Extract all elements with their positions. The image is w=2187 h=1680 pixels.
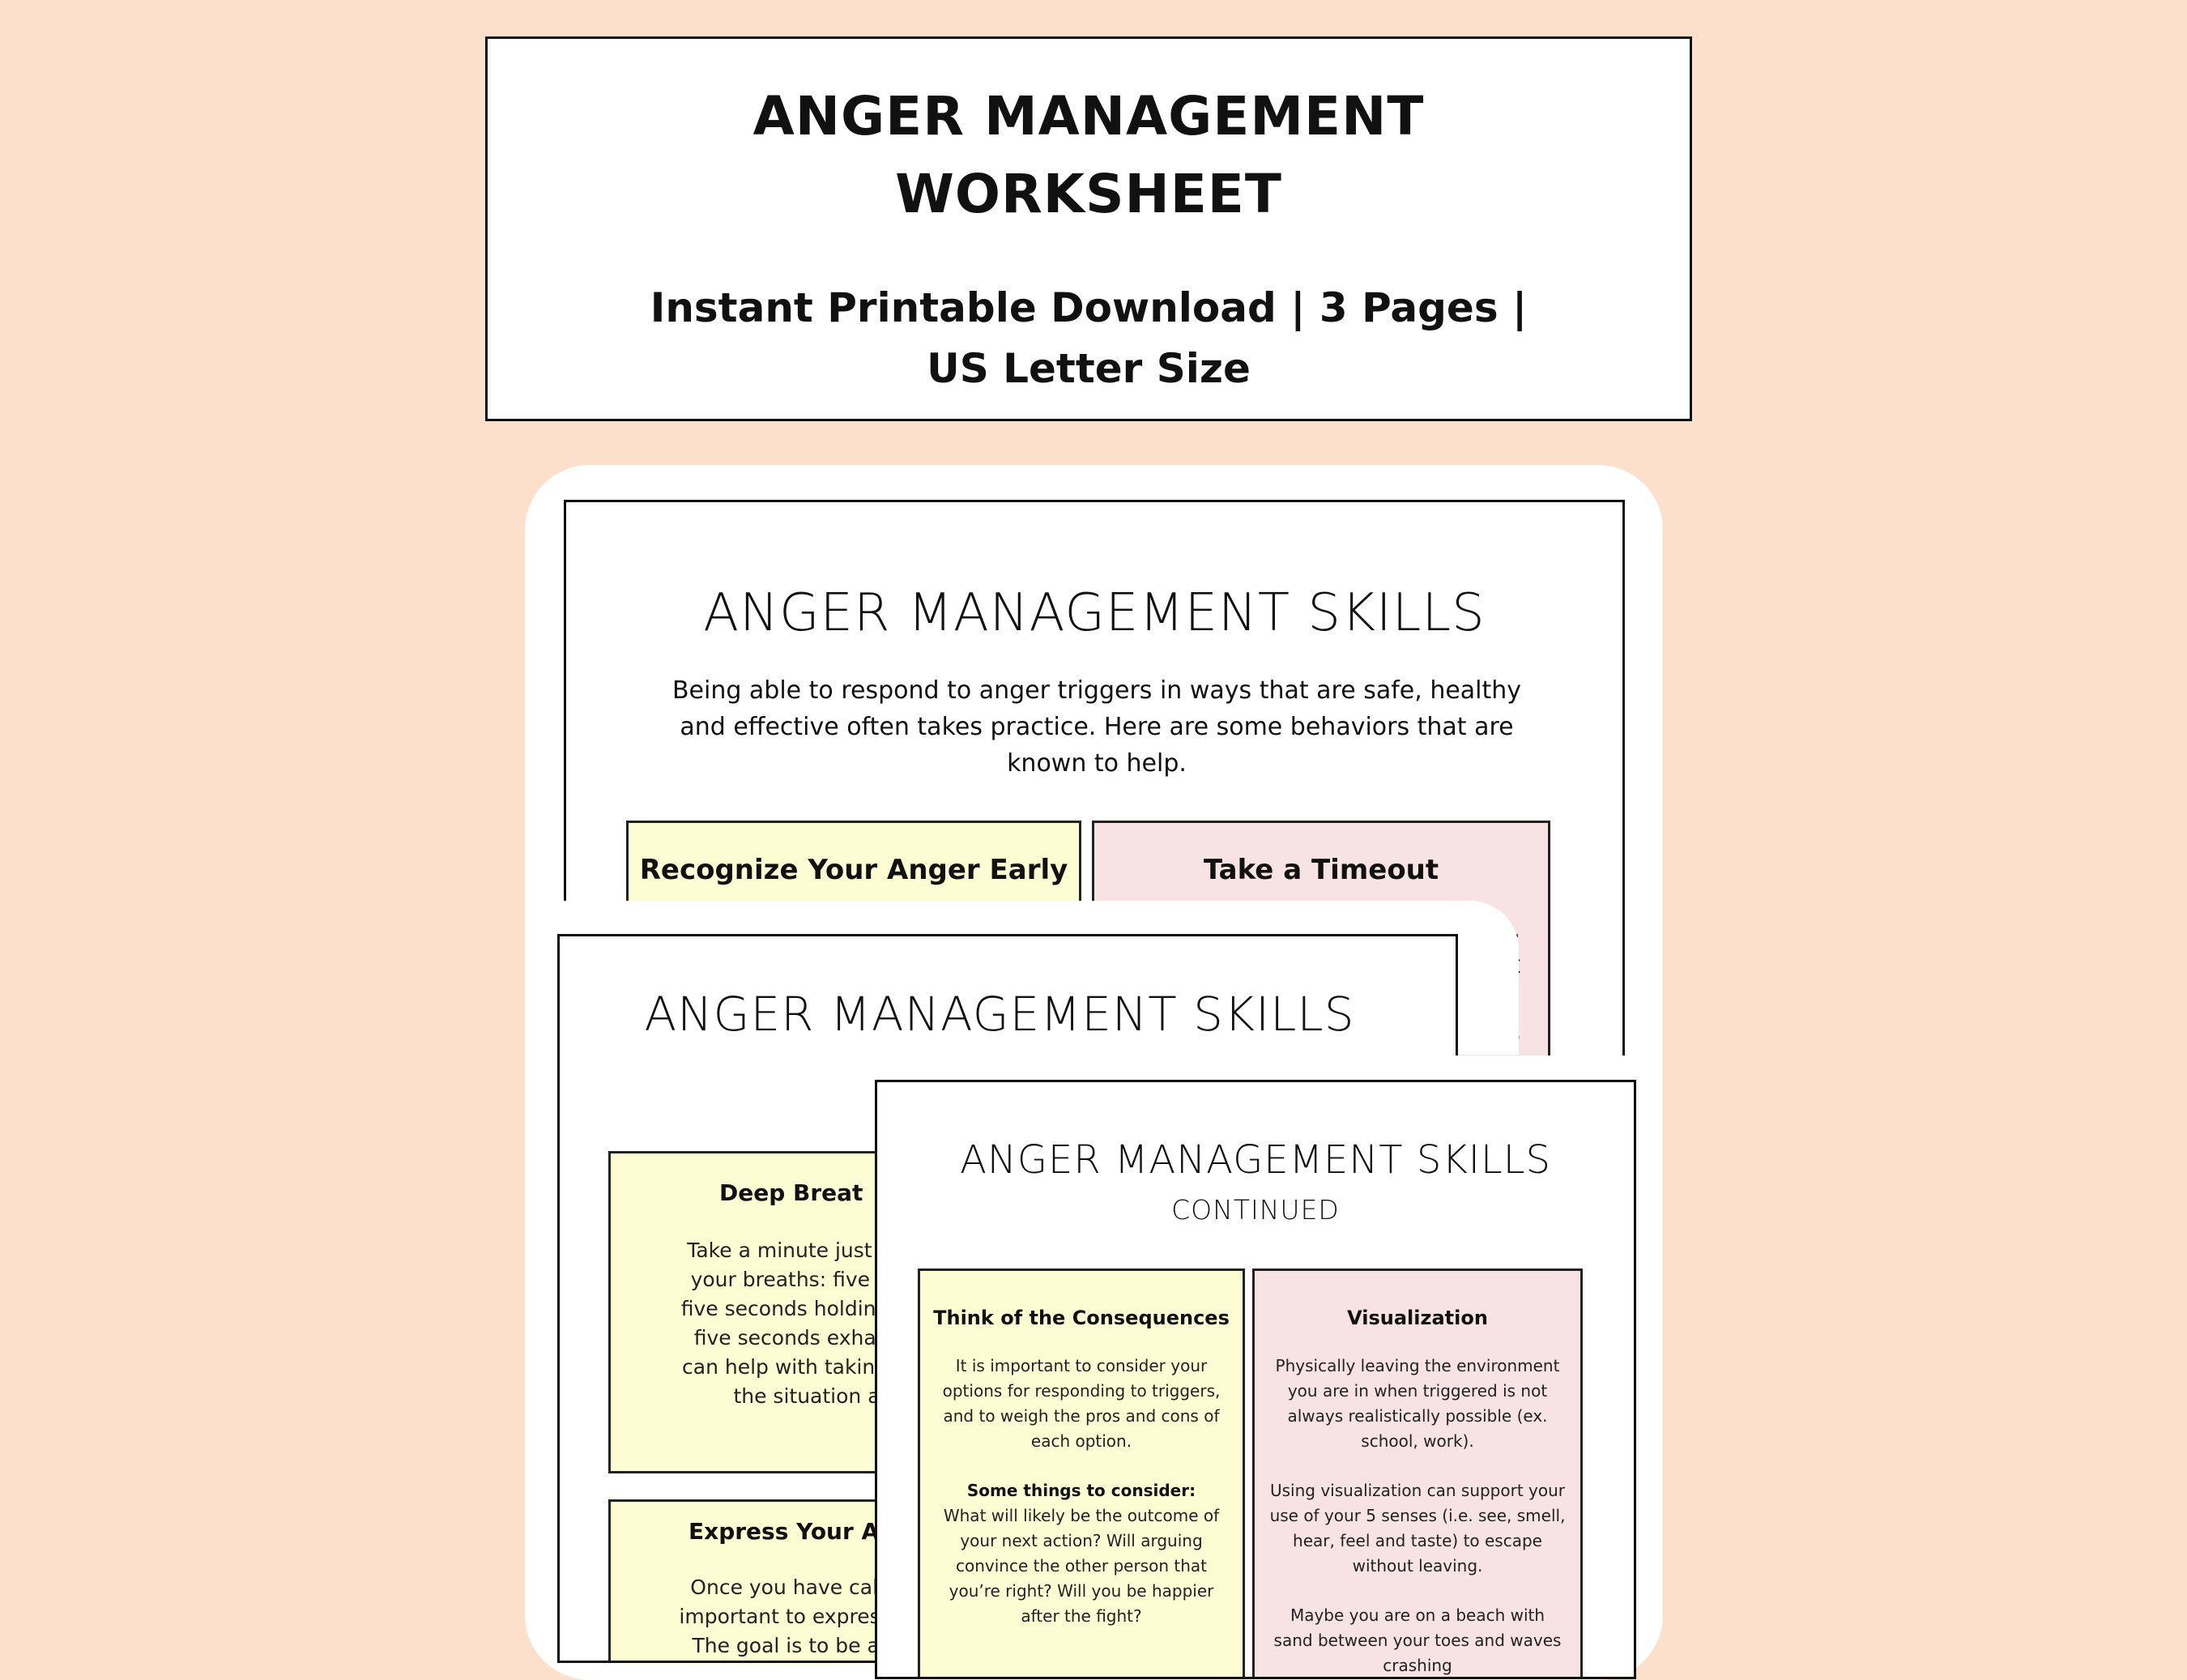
card-subheading: Some things to consider:	[966, 1481, 1196, 1500]
worksheet-page-3: ANGER MANAGEMENT SKILLS CONTINUED Think …	[875, 1080, 1636, 1679]
card-title: Deep Breat	[719, 1179, 863, 1206]
mockup-edge	[1458, 901, 1519, 1055]
card-body: What will likely be the outcome of your …	[943, 1506, 1220, 1626]
page-3-subtitle: CONTINUED	[1171, 1194, 1340, 1226]
header-title: ANGER MANAGEMENT WORKSHEET	[752, 85, 1425, 225]
page-1-title: ANGER MANAGEMENT SKILLS	[703, 583, 1486, 643]
card-body: Maybe you are on a beach with sand betwe…	[1273, 1605, 1562, 1675]
card-body: It is important to consider your options…	[942, 1356, 1221, 1451]
card-title: Take a Timeout	[1203, 854, 1439, 886]
card-think-consequences: Think of the Consequences It is importan…	[918, 1269, 1245, 1677]
page-3-title: ANGER MANAGEMENT SKILLS	[960, 1137, 1551, 1183]
card-visualization: Visualization Physically leaving the env…	[1252, 1269, 1583, 1677]
card-body: Using visualization can support your use…	[1269, 1481, 1566, 1576]
card-title: Express Your A	[688, 1518, 880, 1545]
mockup-edge	[557, 901, 1489, 936]
page-1-intro: Being able to respond to anger triggers …	[671, 676, 1522, 778]
text-line: the situation a	[733, 1384, 880, 1408]
mockup-edge	[849, 1055, 1643, 1080]
header-box: ANGER MANAGEMENT WORKSHEET Instant Print…	[485, 36, 1692, 421]
page-2-title: ANGER MANAGEMENT SKILLS	[644, 987, 1355, 1042]
card-title: Visualization	[1347, 1307, 1488, 1329]
card-title: Recognize Your Anger Early	[639, 854, 1068, 886]
card-body: Physically leaving the environment you a…	[1275, 1356, 1560, 1451]
header-subtitle: Instant Printable Download | 3 Pages | U…	[650, 284, 1528, 392]
card-title: Think of the Consequences	[933, 1307, 1230, 1329]
